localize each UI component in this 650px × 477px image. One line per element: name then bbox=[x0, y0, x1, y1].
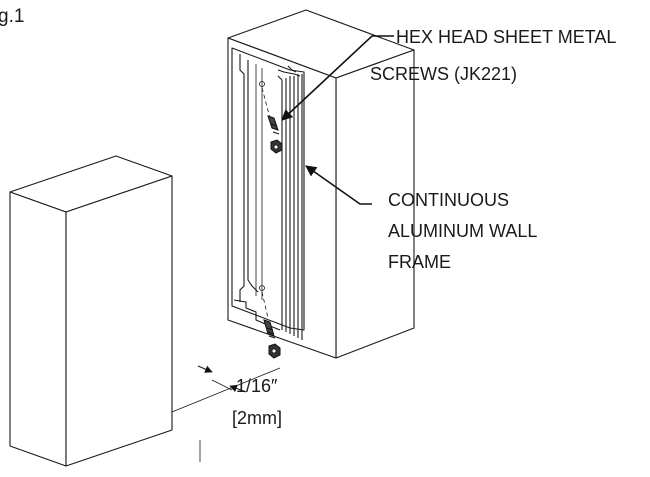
frame-callout-line1: CONTINUOUS bbox=[388, 190, 509, 210]
figure-label: g.1 bbox=[0, 6, 24, 27]
gap-callout-line1: 1/16″ bbox=[236, 376, 278, 396]
frame-callout-line2: ALUMINUM WALL bbox=[388, 221, 537, 241]
left-wall-left-face bbox=[9, 191, 67, 467]
frame-leader bbox=[305, 165, 372, 205]
screws-leader bbox=[281, 35, 394, 121]
screws-callout-line2: SCREWS (JK221) bbox=[370, 64, 517, 84]
gap-dimension bbox=[171, 365, 281, 462]
lower-screw-hole bbox=[259, 285, 265, 291]
left-wall-front-face bbox=[65, 175, 173, 467]
aluminum-wall-frame bbox=[231, 47, 305, 340]
upper-hex-screw bbox=[267, 115, 283, 154]
upper-screw-hole bbox=[259, 81, 265, 87]
screws-callout-line1: HEX HEAD SHEET METAL bbox=[396, 27, 616, 47]
frame-callout-line3: FRAME bbox=[388, 252, 451, 272]
lower-hex-screw bbox=[263, 319, 281, 359]
left-wall-block bbox=[9, 155, 173, 467]
gap-callout-line2: [2mm] bbox=[232, 408, 282, 428]
